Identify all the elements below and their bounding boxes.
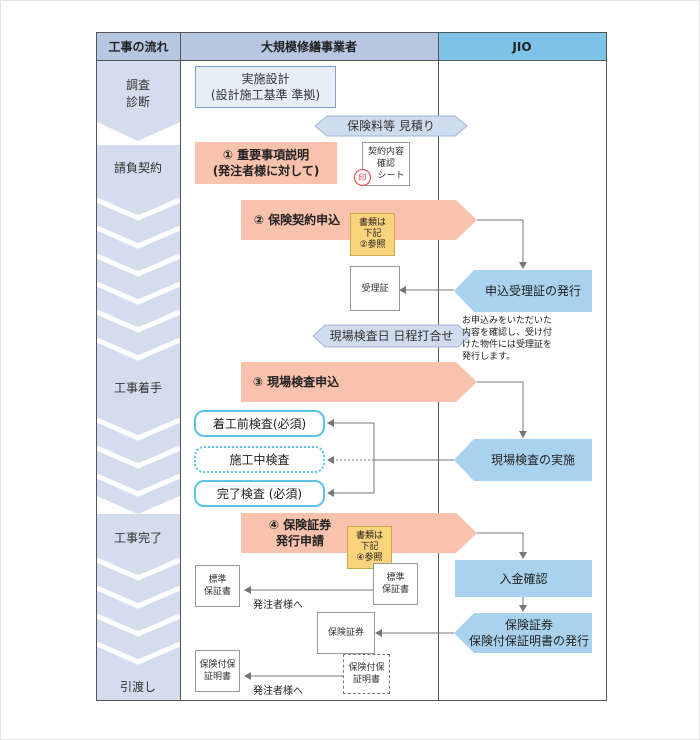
cert-apply-line2: 発行申請 bbox=[275, 534, 324, 548]
header-jio: JIO bbox=[512, 39, 532, 54]
standard-warranty-right: 標準 保証書 bbox=[373, 563, 418, 605]
to-client-1: 発注者様へ bbox=[253, 600, 303, 611]
important-line1: ① 重要事項説明 bbox=[222, 148, 310, 162]
important-matters-box: ① 重要事項説明 (発注者様に対して) bbox=[195, 142, 337, 184]
insurance-policy-doc: 保険証券 bbox=[317, 612, 375, 654]
docs4-line2: 下記 bbox=[360, 542, 379, 552]
stage-complete: 工事完了 bbox=[113, 531, 162, 545]
mid-inspection-box: 施工中検査 bbox=[194, 446, 325, 473]
policy-issue-line2: 保険付保証明書の発行 bbox=[468, 634, 589, 648]
design-box: 実施設計 (設計施工基準 準拠) bbox=[195, 66, 336, 108]
to-client-2: 発注者様へ bbox=[253, 686, 303, 697]
receipt-note-1: お申込みをいただいた bbox=[462, 316, 553, 326]
docs-note-2: 書類は 下記 ②参照 bbox=[350, 213, 395, 256]
important-line2: (発注者様に対して) bbox=[212, 164, 320, 178]
docs4-line1: 書類は bbox=[355, 531, 383, 541]
docs2-line1: 書類は bbox=[358, 218, 386, 228]
docs-note-4: 書類は 下記 ④参照 bbox=[347, 526, 392, 569]
arrowheads bbox=[244, 262, 527, 680]
inspect-apply-label: ③ 現場検査申込 bbox=[252, 375, 340, 389]
header-jio-bg bbox=[438, 33, 606, 60]
std-right-line2: 保証書 bbox=[381, 585, 409, 595]
inspect-apply-arrow-shape bbox=[241, 362, 477, 402]
std-right-line1: 標準 bbox=[386, 573, 405, 583]
stage-start: 工事着手 bbox=[113, 381, 162, 395]
header-builder: 大規模修繕事業者 bbox=[260, 40, 357, 54]
std-left-line1: 標準 bbox=[208, 575, 227, 585]
header-builder-bg bbox=[180, 33, 438, 60]
contract-check-line1: 契約内容 bbox=[367, 147, 404, 157]
apply-label: ② 保険契約申込 bbox=[253, 213, 341, 227]
std-left-line2: 保証書 bbox=[203, 587, 231, 597]
stage-survey: 調査 診断 bbox=[96, 77, 180, 111]
receipt-note-2: 内容を確認し、受け付 bbox=[462, 328, 553, 338]
stage-contract: 請負契約 bbox=[113, 161, 162, 175]
policy-issue-label: 保険証券 保険付保証明書の発行 bbox=[462, 613, 596, 653]
chevron-start bbox=[97, 368, 180, 514]
header-flow-bg bbox=[97, 33, 180, 60]
payment-label: 入金確認 bbox=[499, 571, 548, 586]
final-inspection-box: 完了検査 (必須) bbox=[194, 480, 325, 507]
stage-survey-line2: 診断 bbox=[125, 95, 150, 109]
cert-apply-line1: ④ 保険証券 bbox=[268, 518, 332, 532]
ins-left-line1: 保険付保 bbox=[199, 660, 236, 670]
quote-label: 保険料等 見積り bbox=[347, 119, 435, 133]
stage-survey-line1: 調査 bbox=[125, 78, 150, 92]
docs4-line3: ④参照 bbox=[356, 553, 383, 563]
seal-icon: 印 bbox=[354, 169, 371, 186]
insurance-cert-left: 保険付保 証明書 bbox=[195, 650, 240, 692]
chevron-stripes bbox=[95, 197, 181, 665]
standard-warranty-left: 標準 保証書 bbox=[195, 565, 240, 607]
table-border bbox=[96, 32, 607, 701]
cert-apply-label: ④ 保険証券 発行申請 bbox=[255, 513, 345, 553]
receipt-note-3: けた物件には受理証を bbox=[462, 340, 553, 350]
policy-issue-shape bbox=[454, 613, 592, 653]
receipt-doc: 受理証 bbox=[350, 266, 400, 311]
schedule-pill-shape bbox=[312, 324, 471, 348]
design-line2: (設計施工基準 準拠) bbox=[210, 88, 321, 102]
pre-inspection-box: 着工前検査(必須) bbox=[194, 410, 325, 437]
payment-shape bbox=[455, 560, 592, 597]
schedule-label: 現場検査日 日程打合せ bbox=[329, 329, 454, 343]
contract-check-line3: シート bbox=[377, 171, 405, 181]
header-flow: 工事の流れ bbox=[108, 40, 169, 54]
quote-pill-shape bbox=[314, 115, 468, 137]
docs2-line3: ②参照 bbox=[359, 240, 386, 250]
design-line1: 実施設計 bbox=[241, 72, 290, 86]
ins-right-line1: 保険付保 bbox=[348, 663, 385, 673]
ins-left-line2: 証明書 bbox=[203, 672, 231, 682]
contract-check-line2: 確認 bbox=[376, 159, 395, 169]
receipt-note: お申込みをいただいた 内容を確認し、受け付 けた物件には受理証を 発行します。 bbox=[462, 315, 597, 363]
docs2-line2: 下記 bbox=[363, 229, 382, 239]
chevron-contract bbox=[97, 145, 180, 386]
ins-right-line2: 証明書 bbox=[352, 675, 380, 685]
policy-issue-line1: 保険証券 bbox=[504, 618, 553, 632]
receipt-issue-shape bbox=[454, 270, 592, 312]
chevron-survey bbox=[97, 60, 180, 141]
stage-handover: 引渡し bbox=[119, 680, 156, 694]
receipt-note-4: 発行します。 bbox=[462, 352, 516, 362]
receipt-issue-label: 申込受理証の発行 bbox=[484, 284, 581, 298]
insurance-cert-right: 保険付保 証明書 bbox=[343, 654, 390, 694]
inspect-do-shape bbox=[454, 439, 592, 481]
inspect-do-label: 現場検査の実施 bbox=[490, 453, 575, 467]
